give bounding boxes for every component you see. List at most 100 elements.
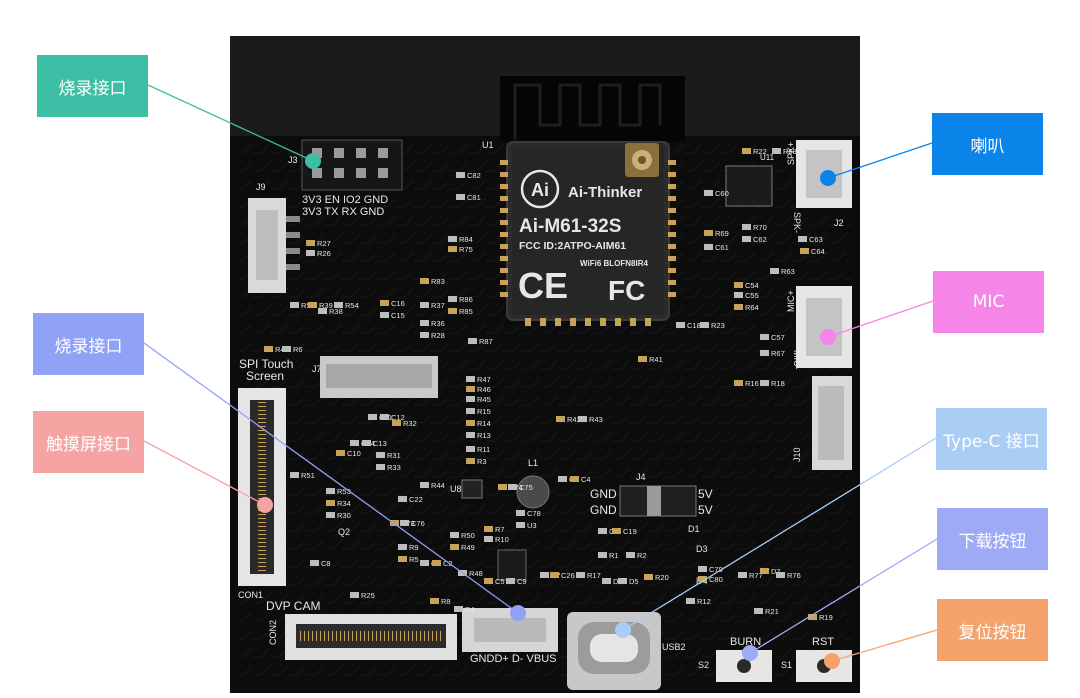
designator-c2: C2 [443,559,453,568]
component-c4 [570,476,579,482]
component-d6 [602,578,611,584]
component-r53 [326,488,335,494]
component-c11 [368,414,377,420]
label-burn: BURN [730,636,761,648]
designator-c4: C4 [581,475,591,484]
module-pads-left [500,160,508,297]
designator-r27: R27 [317,239,331,248]
label-s1: S1 [781,660,792,670]
component-r48 [458,570,467,576]
designator-c19: C19 [623,527,637,536]
label-gnd-2: GND [590,503,617,517]
designator-c16: C16 [391,299,405,308]
designator-r44: R44 [431,481,445,490]
designator-c10: C10 [347,449,361,458]
label-rst: RST [812,636,834,648]
component-r34 [326,500,335,506]
component-c73 [390,520,399,526]
designator-r30: R30 [337,511,351,520]
callout-burn-top: 烧录接口 [37,55,148,117]
designator-c76: C76 [411,519,425,528]
designator-r48: R48 [469,569,483,578]
designator-r14: R14 [477,419,491,428]
component-c13 [362,440,371,446]
svg-text:Ai: Ai [531,180,549,200]
designator-r39: R39 [319,301,333,310]
designator-r4: R4 [465,605,475,614]
designator-r76: R76 [787,571,801,580]
component-r37 [420,302,429,308]
component-r75 [448,246,457,252]
component-r41 [638,356,647,362]
label-j4: J4 [636,472,646,482]
component-r21 [754,608,763,614]
designator-r85: R85 [459,307,473,316]
component-r11 [466,446,475,452]
component-r30 [326,512,335,518]
component-c54 [734,282,743,288]
designator-r19: R19 [819,613,833,622]
callout-speaker: 喇叭 [932,113,1043,175]
component-c15 [380,312,389,318]
component-r19 [808,614,817,620]
designator-r17: R17 [587,571,601,580]
component-r26 [306,250,315,256]
component-r23 [700,322,709,328]
label-con2: CON2 [268,620,278,645]
designator-c60: C60 [715,189,729,198]
component-c57 [760,334,769,340]
designator-r46: R46 [477,385,491,394]
designator-r32: R32 [403,419,417,428]
designator-r37: R37 [431,301,445,310]
inductor-l1 [516,475,550,509]
designator-r22: R22 [753,147,767,156]
component-c22 [398,496,407,502]
designator-c63: C63 [809,235,823,244]
designator-r54: R54 [345,301,359,310]
designator-r15: R15 [477,407,491,416]
chip-u11 [725,165,773,207]
designator-c55: C55 [745,291,759,300]
designator-r8: R8 [441,597,451,606]
callout-download-button: 下载按钮 [937,508,1048,570]
component-r36 [420,320,429,326]
designator-r5: R5 [409,555,419,564]
designator-r64: R64 [745,303,759,312]
regulator-chip [497,549,527,581]
designator-c75: C75 [519,483,533,492]
designator-r75: R75 [459,245,473,254]
designator-r33: R33 [387,463,401,472]
component-r45 [466,396,475,402]
component-r1 [598,552,607,558]
component-r5 [398,556,407,562]
component-r31 [376,452,385,458]
component-r17 [576,572,585,578]
designator-r69: R69 [715,229,729,238]
designator-r83: R83 [431,277,445,286]
label-5v-2: 5V [698,503,713,517]
antenna-trace [513,83,662,140]
ufl-connector [625,143,659,177]
designator-r3: R3 [477,457,487,466]
component-d5 [618,578,627,584]
label-5v-1: 5V [698,487,713,501]
label-j9: J9 [256,182,266,192]
component-r84 [448,236,457,242]
designator-c61: C61 [715,243,729,252]
label-j3-row1: 3V3 EN IO2 GND [302,194,388,206]
label-usb2: USB2 [662,642,686,652]
designator-u3: U3 [527,521,537,530]
designator-r16: R16 [745,379,759,388]
callout-reset-button: 复位按钮 [937,599,1048,661]
chip-u8 [461,479,483,499]
designator-c81: C81 [467,193,481,202]
component-r42 [556,416,565,422]
module-pads-bottom [525,318,651,326]
component-c75 [508,484,517,490]
designator-r43: R43 [589,415,603,424]
component-r27 [306,240,315,246]
component-r13 [466,432,475,438]
component-r6 [282,346,291,352]
component-r14 [466,420,475,426]
